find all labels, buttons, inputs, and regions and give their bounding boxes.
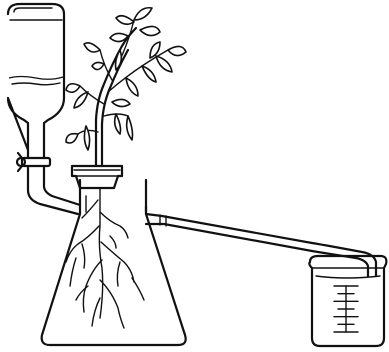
leaf-18 bbox=[112, 99, 130, 106]
graduated-beaker bbox=[309, 256, 386, 346]
leaf-19 bbox=[116, 50, 122, 70]
reservoir-bottle bbox=[8, 4, 64, 150]
plant-pot-stopper bbox=[72, 166, 122, 188]
beaker-scale-marks bbox=[334, 286, 358, 332]
leaf-9 bbox=[126, 78, 138, 96]
leaf-11 bbox=[74, 92, 88, 108]
leaf-15 bbox=[84, 126, 89, 150]
leaf-2 bbox=[116, 16, 134, 25]
leaf-14 bbox=[66, 134, 78, 143]
leaf-1 bbox=[134, 8, 152, 20]
leaf-10 bbox=[66, 84, 80, 93]
leaf-16 bbox=[127, 116, 133, 140]
leaf-5 bbox=[168, 46, 186, 55]
leaf-13 bbox=[92, 62, 104, 69]
leaf-6 bbox=[156, 56, 172, 72]
delivery-tube bbox=[146, 214, 376, 276]
leaf-12 bbox=[84, 43, 100, 52]
conical-flask bbox=[42, 180, 186, 345]
plant-stem bbox=[78, 20, 168, 166]
bottle-water-surface bbox=[9, 77, 63, 80]
leaf-3 bbox=[140, 26, 160, 35]
plant-leaves bbox=[66, 8, 186, 150]
leaf-17 bbox=[115, 114, 121, 134]
leaf-7 bbox=[142, 66, 156, 82]
root-system bbox=[66, 188, 144, 328]
